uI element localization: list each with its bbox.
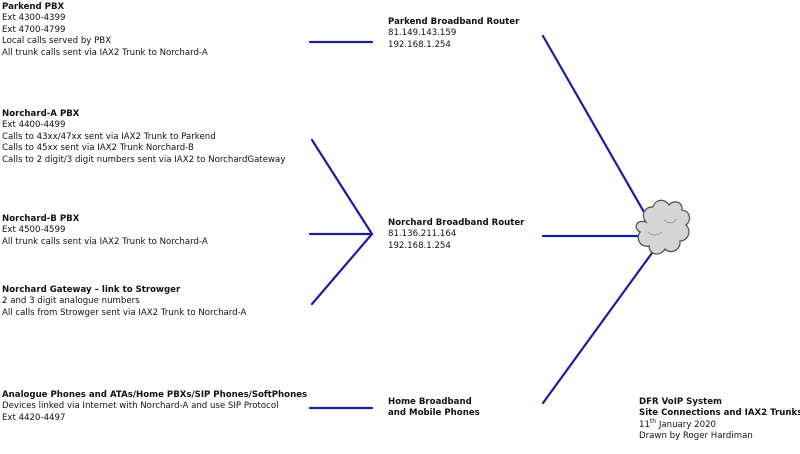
diagram-title: DFR VoIP System xyxy=(639,397,722,407)
site-line: All trunk calls sent via IAX2 Trunk to N… xyxy=(2,236,208,247)
line-norchard-a-to-hub xyxy=(310,138,374,236)
site-line: Ext 4420-4497 xyxy=(2,412,66,423)
line-parkend-router-to-cloud xyxy=(541,34,654,228)
site-line: Calls to 2 digit/3 digit numbers sent vi… xyxy=(2,154,286,165)
router-title: Norchard Broadband Router xyxy=(388,218,525,228)
site-line: Ext 4300-4399 xyxy=(2,13,66,24)
site-line: All calls from Strowger sent via IAX2 Tr… xyxy=(2,307,247,318)
site-line: Ext 4700-4799 xyxy=(2,24,66,35)
site-line: Ext 4400-4499 xyxy=(2,120,66,131)
site-norchard-a-pbx: Norchard-A PBX Ext 4400-4499 Calls to 43… xyxy=(2,109,285,166)
router-title: Parkend Broadband Router xyxy=(388,17,520,27)
router-title: Home Broadband xyxy=(388,397,472,407)
date-suffix: th xyxy=(649,417,657,425)
site-line: 2 and 3 digit analogue numbers xyxy=(2,296,140,307)
site-line: Devices linked via Internet with Norchar… xyxy=(2,401,279,412)
site-title: Norchard-A PBX xyxy=(2,109,80,119)
router-home-broadband: Home Broadband and Mobile Phones xyxy=(388,397,480,420)
router-line: and Mobile Phones xyxy=(388,408,480,419)
diagram-author: Drawn by Roger Hardiman xyxy=(639,431,753,442)
site-line: Local calls served by PBX xyxy=(2,36,112,47)
site-analogue-phones: Analogue Phones and ATAs/Home PBXs/SIP P… xyxy=(2,390,307,424)
date-rest: January 2020 xyxy=(656,419,717,430)
diagram-date: 11th January 2020 xyxy=(639,417,800,431)
router-line: 81.136.211.164 xyxy=(388,229,457,240)
site-line: All trunk calls sent via IAX2 Trunk to N… xyxy=(2,47,208,58)
connection-lines xyxy=(308,34,654,410)
site-norchard-b-pbx: Norchard-B PBX Ext 4500-4599 All trunk c… xyxy=(2,214,208,248)
diagram-title-block: DFR VoIP System Site Connections and IAX… xyxy=(639,397,800,443)
site-title: Analogue Phones and ATAs/Home PBXs/SIP P… xyxy=(2,390,308,400)
site-title: Parkend PBX xyxy=(2,2,65,12)
router-parkend: Parkend Broadband Router 81.149.143.159 … xyxy=(388,17,519,51)
site-parkend-pbx: Parkend PBX Ext 4300-4399 Ext 4700-4799 … xyxy=(2,2,208,59)
site-line: Ext 4500-4599 xyxy=(2,225,66,236)
site-line: Calls to 43xx/47xx sent via IAX2 Trunk t… xyxy=(2,131,216,142)
router-line: 192.168.1.254 xyxy=(388,240,451,251)
line-gateway-to-hub xyxy=(310,232,374,306)
line-home-broadband-to-cloud xyxy=(541,251,654,405)
date-day: 11 xyxy=(639,419,650,430)
router-norchard: Norchard Broadband Router 81.136.211.164… xyxy=(388,218,524,252)
diagram-subtitle: Site Connections and IAX2 Trunks xyxy=(639,408,800,419)
site-line: Calls to 45xx sent via IAX2 Trunk Norcha… xyxy=(2,143,194,154)
router-line: 81.149.143.159 xyxy=(388,28,457,39)
site-title: Norchard-B PBX xyxy=(2,214,80,224)
router-line: 192.168.1.254 xyxy=(388,39,451,50)
internet-cloud-icon xyxy=(635,199,691,255)
site-title: Norchard Gateway – link to Strowger xyxy=(2,285,181,295)
site-norchard-gateway: Norchard Gateway – link to Strowger 2 an… xyxy=(2,285,246,319)
